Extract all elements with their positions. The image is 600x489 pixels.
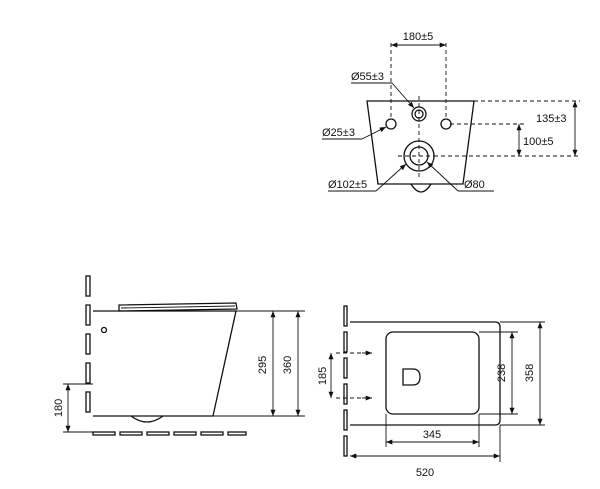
rear-body-outline <box>366 100 475 185</box>
dim-total-width: 358 <box>524 364 536 382</box>
side-inlet-hole <box>100 326 108 334</box>
dim-inlet-diameter: Ø55±3 <box>351 71 384 83</box>
plan-body-outline <box>350 321 501 426</box>
seat-lid <box>118 302 238 312</box>
dim-hole-spacing: 180±5 <box>403 31 434 43</box>
dim-inner-diameter: Ø80 <box>464 179 485 191</box>
dim-side-bolt-height: 180 <box>53 399 65 417</box>
top-view: 180±5 Ø55±3 Ø25±3 Ø102±5 Ø80 135±3 100±5 <box>322 31 580 193</box>
plan-view: 185 238 358 345 520 <box>317 305 545 479</box>
plan-drain <box>402 368 421 386</box>
bolt-hole-right <box>440 118 452 130</box>
dim-front-height: 295 <box>257 356 269 374</box>
dim-total-height: 360 <box>282 356 294 374</box>
dim-bolt-diameter: Ø25±3 <box>322 127 355 139</box>
dim-outlet-diameter: Ø102±5 <box>328 179 367 191</box>
dim-bowl-depth: 238 <box>496 364 508 382</box>
dim-bolt-spacing: 185 <box>317 367 329 385</box>
rear-foot <box>410 183 432 193</box>
plan-bowl <box>385 331 480 415</box>
dim-bowl-length: 345 <box>423 429 441 441</box>
dim-total-length: 520 <box>416 467 434 479</box>
side-body-outline <box>93 310 237 417</box>
side-view: 180 295 360 <box>53 275 305 436</box>
dim-inlet-height: 135±3 <box>536 113 567 125</box>
bolt-hole-left <box>385 118 397 130</box>
dim-bolt-height: 100±5 <box>523 136 554 148</box>
